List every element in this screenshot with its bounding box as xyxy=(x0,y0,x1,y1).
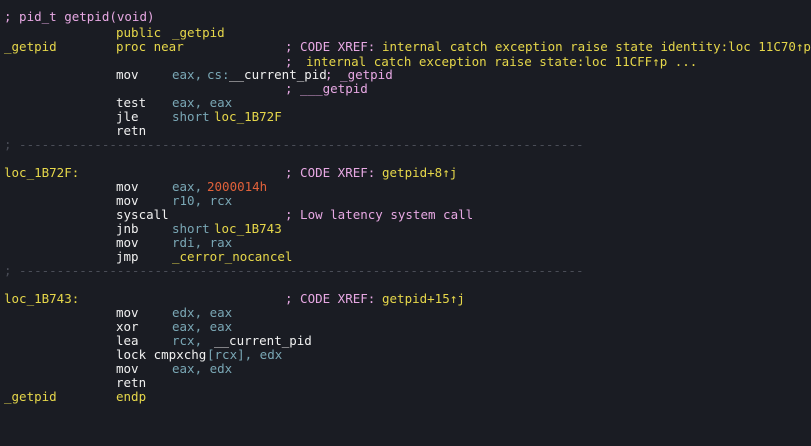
operand-segment: cs: xyxy=(207,67,230,82)
function-signature-comment: ; pid_t getpid(void) xyxy=(0,10,155,24)
xref-link[interactable]: internal catch exception raise state ide… xyxy=(382,39,811,54)
jump-target-link[interactable]: loc_1B72F xyxy=(214,109,282,124)
mnemonic: syscall xyxy=(116,207,169,222)
comment-line: ; ___getpid xyxy=(0,82,368,96)
mnemonic: mov xyxy=(116,305,139,320)
proc-near-directive: proc near xyxy=(116,39,184,54)
xref-comment-prefix: ; CODE XREF: xyxy=(285,165,376,180)
operands: [rcx], edx xyxy=(207,347,283,362)
signature-text: ; pid_t getpid(void) xyxy=(4,9,155,24)
xref-comment-prefix: ; xyxy=(285,54,293,69)
operand-immediate: 2000014h xyxy=(207,179,268,194)
separator-line: ; --------------------------------------… xyxy=(0,264,583,278)
operands: edx, eax xyxy=(172,305,233,320)
separator: ; --------------------------------------… xyxy=(4,137,584,152)
xref-link[interactable]: getpid+15↑j xyxy=(382,291,465,306)
proc-start-line: _getpid proc near ; CODE XREF: internal … xyxy=(0,40,811,54)
instruction-line[interactable]: test eax, eax xyxy=(0,96,232,110)
xref-link[interactable]: getpid+8↑j xyxy=(382,165,458,180)
mnemonic: mov xyxy=(116,361,139,376)
operands: eax, eax xyxy=(172,319,233,334)
directive-public: public xyxy=(116,25,162,40)
jump-target-link[interactable]: _cerror_nocancel xyxy=(172,249,293,264)
jump-target-link[interactable]: loc_1B743 xyxy=(214,221,282,236)
separator: ; --------------------------------------… xyxy=(4,263,584,278)
mnemonic: xor xyxy=(116,319,139,334)
code-label[interactable]: loc_1B743: xyxy=(4,291,80,306)
operand-symbol[interactable]: __current_pid xyxy=(229,67,327,82)
mnemonic: jle xyxy=(116,109,139,124)
mnemonic: retn xyxy=(116,123,147,138)
instruction-line[interactable]: retn xyxy=(0,124,146,138)
instruction-line[interactable]: mov edx, eax xyxy=(0,306,232,320)
code-label[interactable]: loc_1B72F: xyxy=(4,165,80,180)
instruction-comment: ; _getpid xyxy=(325,67,393,82)
instruction-line[interactable]: lock cmpxchg [rcx], edx xyxy=(0,348,282,362)
mnemonic: mov xyxy=(116,179,139,194)
instruction-line[interactable]: mov eax, cs: __current_pid ; _getpid xyxy=(0,68,393,82)
xref-continuation-line: ; internal catch exception raise state:l… xyxy=(0,55,697,69)
operand-symbol[interactable]: __current_pid xyxy=(214,333,312,348)
operands: eax, eax xyxy=(172,95,233,110)
xref-comment-prefix: ; CODE XREF: xyxy=(285,39,376,54)
operands: r10, rcx xyxy=(172,193,233,208)
instruction-line[interactable]: mov r10, rcx xyxy=(0,194,232,208)
instruction-comment: ; ___getpid xyxy=(285,81,368,96)
mnemonic: retn xyxy=(116,375,147,390)
instruction-line[interactable]: mov eax, 2000014h xyxy=(0,180,267,194)
instruction-line[interactable]: jnb short loc_1B743 xyxy=(0,222,282,236)
mnemonic: mov xyxy=(116,67,139,82)
mnemonic: lea xyxy=(116,333,139,348)
operand-modifier: short xyxy=(172,221,210,236)
mnemonic: jnb xyxy=(116,221,139,236)
instruction-line[interactable]: jmp _cerror_nocancel xyxy=(0,250,292,264)
instruction-line[interactable]: mov rdi, rax xyxy=(0,236,232,250)
instruction-line[interactable]: lea rcx, __current_pid xyxy=(0,334,312,348)
instruction-line[interactable]: syscall ; Low latency system call xyxy=(0,208,473,222)
xref-comment-prefix: ; CODE XREF: xyxy=(285,291,376,306)
mnemonic: lock cmpxchg xyxy=(116,347,207,362)
operands: rdi, rax xyxy=(172,235,233,250)
xref-link[interactable]: internal catch exception raise state:loc… xyxy=(306,54,698,69)
endp-directive: endp xyxy=(116,389,147,404)
mnemonic: test xyxy=(116,95,147,110)
instruction-line[interactable]: xor eax, eax xyxy=(0,320,232,334)
function-label[interactable]: _getpid xyxy=(4,389,57,404)
instruction-line[interactable]: jle short loc_1B72F xyxy=(0,110,282,124)
operands: eax, edx xyxy=(172,361,233,376)
label-line: loc_1B743: ; CODE XREF: getpid+15↑j xyxy=(0,292,465,306)
operand-register: eax, xyxy=(172,67,203,82)
instruction-line[interactable]: mov eax, edx xyxy=(0,362,232,376)
instruction-line[interactable]: retn xyxy=(0,376,146,390)
label-line: loc_1B72F: ; CODE XREF: getpid+8↑j xyxy=(0,166,457,180)
public-declaration-line: public _getpid xyxy=(0,26,225,40)
function-label[interactable]: _getpid xyxy=(4,39,57,54)
separator-line: ; --------------------------------------… xyxy=(0,138,583,152)
mnemonic: mov xyxy=(116,235,139,250)
disassembly-listing[interactable]: ; pid_t getpid(void) public _getpid _get… xyxy=(0,0,811,414)
mnemonic: mov xyxy=(116,193,139,208)
public-symbol[interactable]: _getpid xyxy=(172,25,225,40)
operand-register: rcx, xyxy=(172,333,203,348)
proc-end-line: _getpid endp xyxy=(0,390,146,404)
operand-register: eax, xyxy=(172,179,203,194)
operand-modifier: short xyxy=(172,109,210,124)
mnemonic: jmp xyxy=(116,249,139,264)
instruction-comment: ; Low latency system call xyxy=(285,207,474,222)
